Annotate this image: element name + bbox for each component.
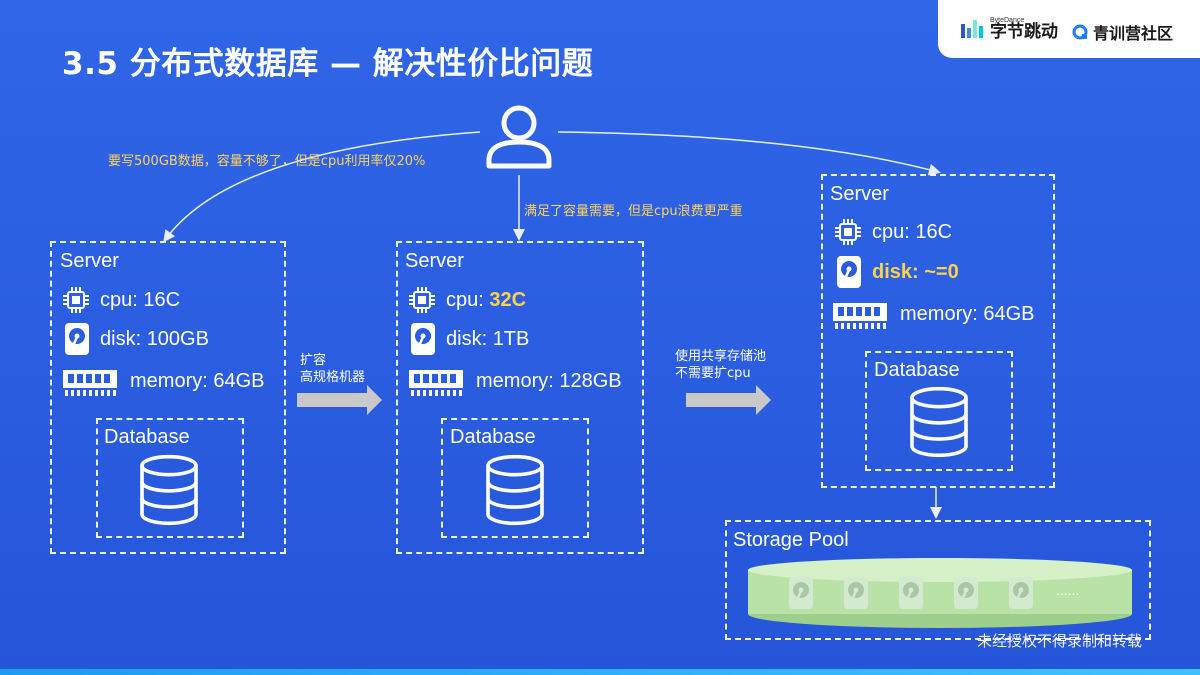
scale-up-line1: 扩容	[300, 353, 327, 368]
cpu-prefix: cpu:	[446, 288, 490, 311]
pool-disk-icon	[1008, 576, 1034, 610]
pool-disk-icon	[898, 576, 924, 610]
pool-disk-icon	[843, 576, 869, 610]
cpu-chip-icon	[834, 218, 862, 246]
user-icon	[486, 105, 552, 169]
shared-storage-line1: 使用共享存储池	[675, 349, 767, 364]
database-label-3: Database	[874, 359, 960, 381]
database-icon	[134, 454, 204, 526]
bytedance-name: 字节跳动	[990, 22, 1058, 42]
database-label-2: Database	[450, 426, 536, 448]
disk-value: 100GB	[146, 327, 209, 350]
connector-right	[557, 131, 941, 176]
server-box-1	[50, 241, 286, 554]
cpu-prefix: cpu:	[100, 288, 144, 311]
hard-disk-icon	[64, 322, 90, 356]
disk-prefix-highlight: disk:	[872, 260, 925, 283]
disk-prefix: disk:	[100, 327, 147, 350]
watermark: 未经授权不得录制和转载	[976, 632, 1142, 650]
database-label-1: Database	[104, 426, 190, 448]
cpu-row-1: cpu: 16C	[62, 286, 180, 314]
database-icon	[904, 386, 974, 458]
cpu-row-2: cpu: 32C	[408, 286, 526, 314]
community-name: 青训营社区	[1093, 24, 1174, 43]
storage-pool-label: Storage Pool	[733, 529, 849, 551]
cpu-value: 16C	[143, 288, 181, 311]
memory-row-1: memory: 64GB	[62, 364, 264, 398]
server-label-3: Server	[830, 183, 889, 205]
bytedance-logo: ByteDance 字节跳动	[960, 14, 1058, 44]
bottom-progress-bar	[0, 669, 1200, 675]
disk-row-2: disk: 1TB	[410, 322, 529, 356]
pool-disk-icon	[953, 576, 979, 610]
disk-value-highlight: ~=0	[924, 260, 959, 283]
server-label-2: Server	[405, 250, 464, 272]
page-title: 3.5 分布式数据库 — 解决性价比问题	[62, 46, 594, 82]
memory-icon	[408, 364, 464, 398]
storage-pool-cylinder	[748, 558, 1132, 628]
hard-disk-icon	[836, 255, 862, 289]
memory-row-2: memory: 128GB	[408, 364, 622, 398]
scale-up-note: 扩容 高规格机器	[300, 352, 365, 386]
pool-ellipsis: ......	[1056, 582, 1080, 598]
shared-storage-note: 使用共享存储池 不需要扩cpu	[675, 348, 766, 382]
disk-value: 1TB	[492, 327, 530, 350]
server-box-3	[821, 174, 1055, 488]
bytedance-icon	[961, 20, 983, 38]
database-box-3	[865, 351, 1013, 471]
cpu-chip-icon	[408, 286, 436, 314]
disk-prefix: disk:	[446, 327, 493, 350]
server-box-2	[396, 241, 644, 554]
hard-disk-icon	[410, 322, 436, 356]
disk-row-3: disk: ~=0	[836, 255, 959, 289]
memory-icon	[62, 364, 118, 398]
database-icon	[480, 454, 550, 526]
connector-left	[163, 131, 481, 243]
left-arrow-note: 要写500GB数据，容量不够了，但是cpu利用率仅20%	[108, 154, 426, 169]
memory-text: memory: 64GB	[900, 302, 1035, 325]
scale-up-line2: 高规格机器	[300, 370, 366, 385]
community-icon	[1072, 24, 1088, 40]
memory-row-3: memory: 64GB	[832, 297, 1034, 331]
cpu-row-3: cpu: 16C	[834, 218, 952, 246]
community-logo: 青训营社区	[1072, 20, 1173, 44]
cpu-value: 16C	[915, 220, 953, 243]
database-box-2	[441, 418, 589, 538]
memory-text: memory: 128GB	[476, 369, 622, 392]
pool-disk-icon	[788, 576, 814, 610]
bytedance-small-text: ByteDance	[990, 17, 1025, 24]
memory-icon	[832, 297, 888, 331]
shared-storage-line2: 不需要扩cpu	[675, 366, 751, 381]
cpu-value-highlight: 32C	[489, 288, 527, 311]
middle-arrow-note: 满足了容量需要，但是cpu浪费更严重	[524, 204, 743, 219]
cpu-prefix: cpu:	[872, 220, 916, 243]
storage-pool-box	[725, 520, 1151, 640]
shared-storage-arrow	[686, 385, 771, 415]
server-label-1: Server	[60, 250, 119, 272]
scale-up-arrow	[297, 385, 382, 415]
disk-row-1: disk: 100GB	[64, 322, 209, 356]
cpu-chip-icon	[62, 286, 90, 314]
memory-text: memory: 64GB	[130, 369, 265, 392]
database-box-1	[96, 418, 244, 538]
